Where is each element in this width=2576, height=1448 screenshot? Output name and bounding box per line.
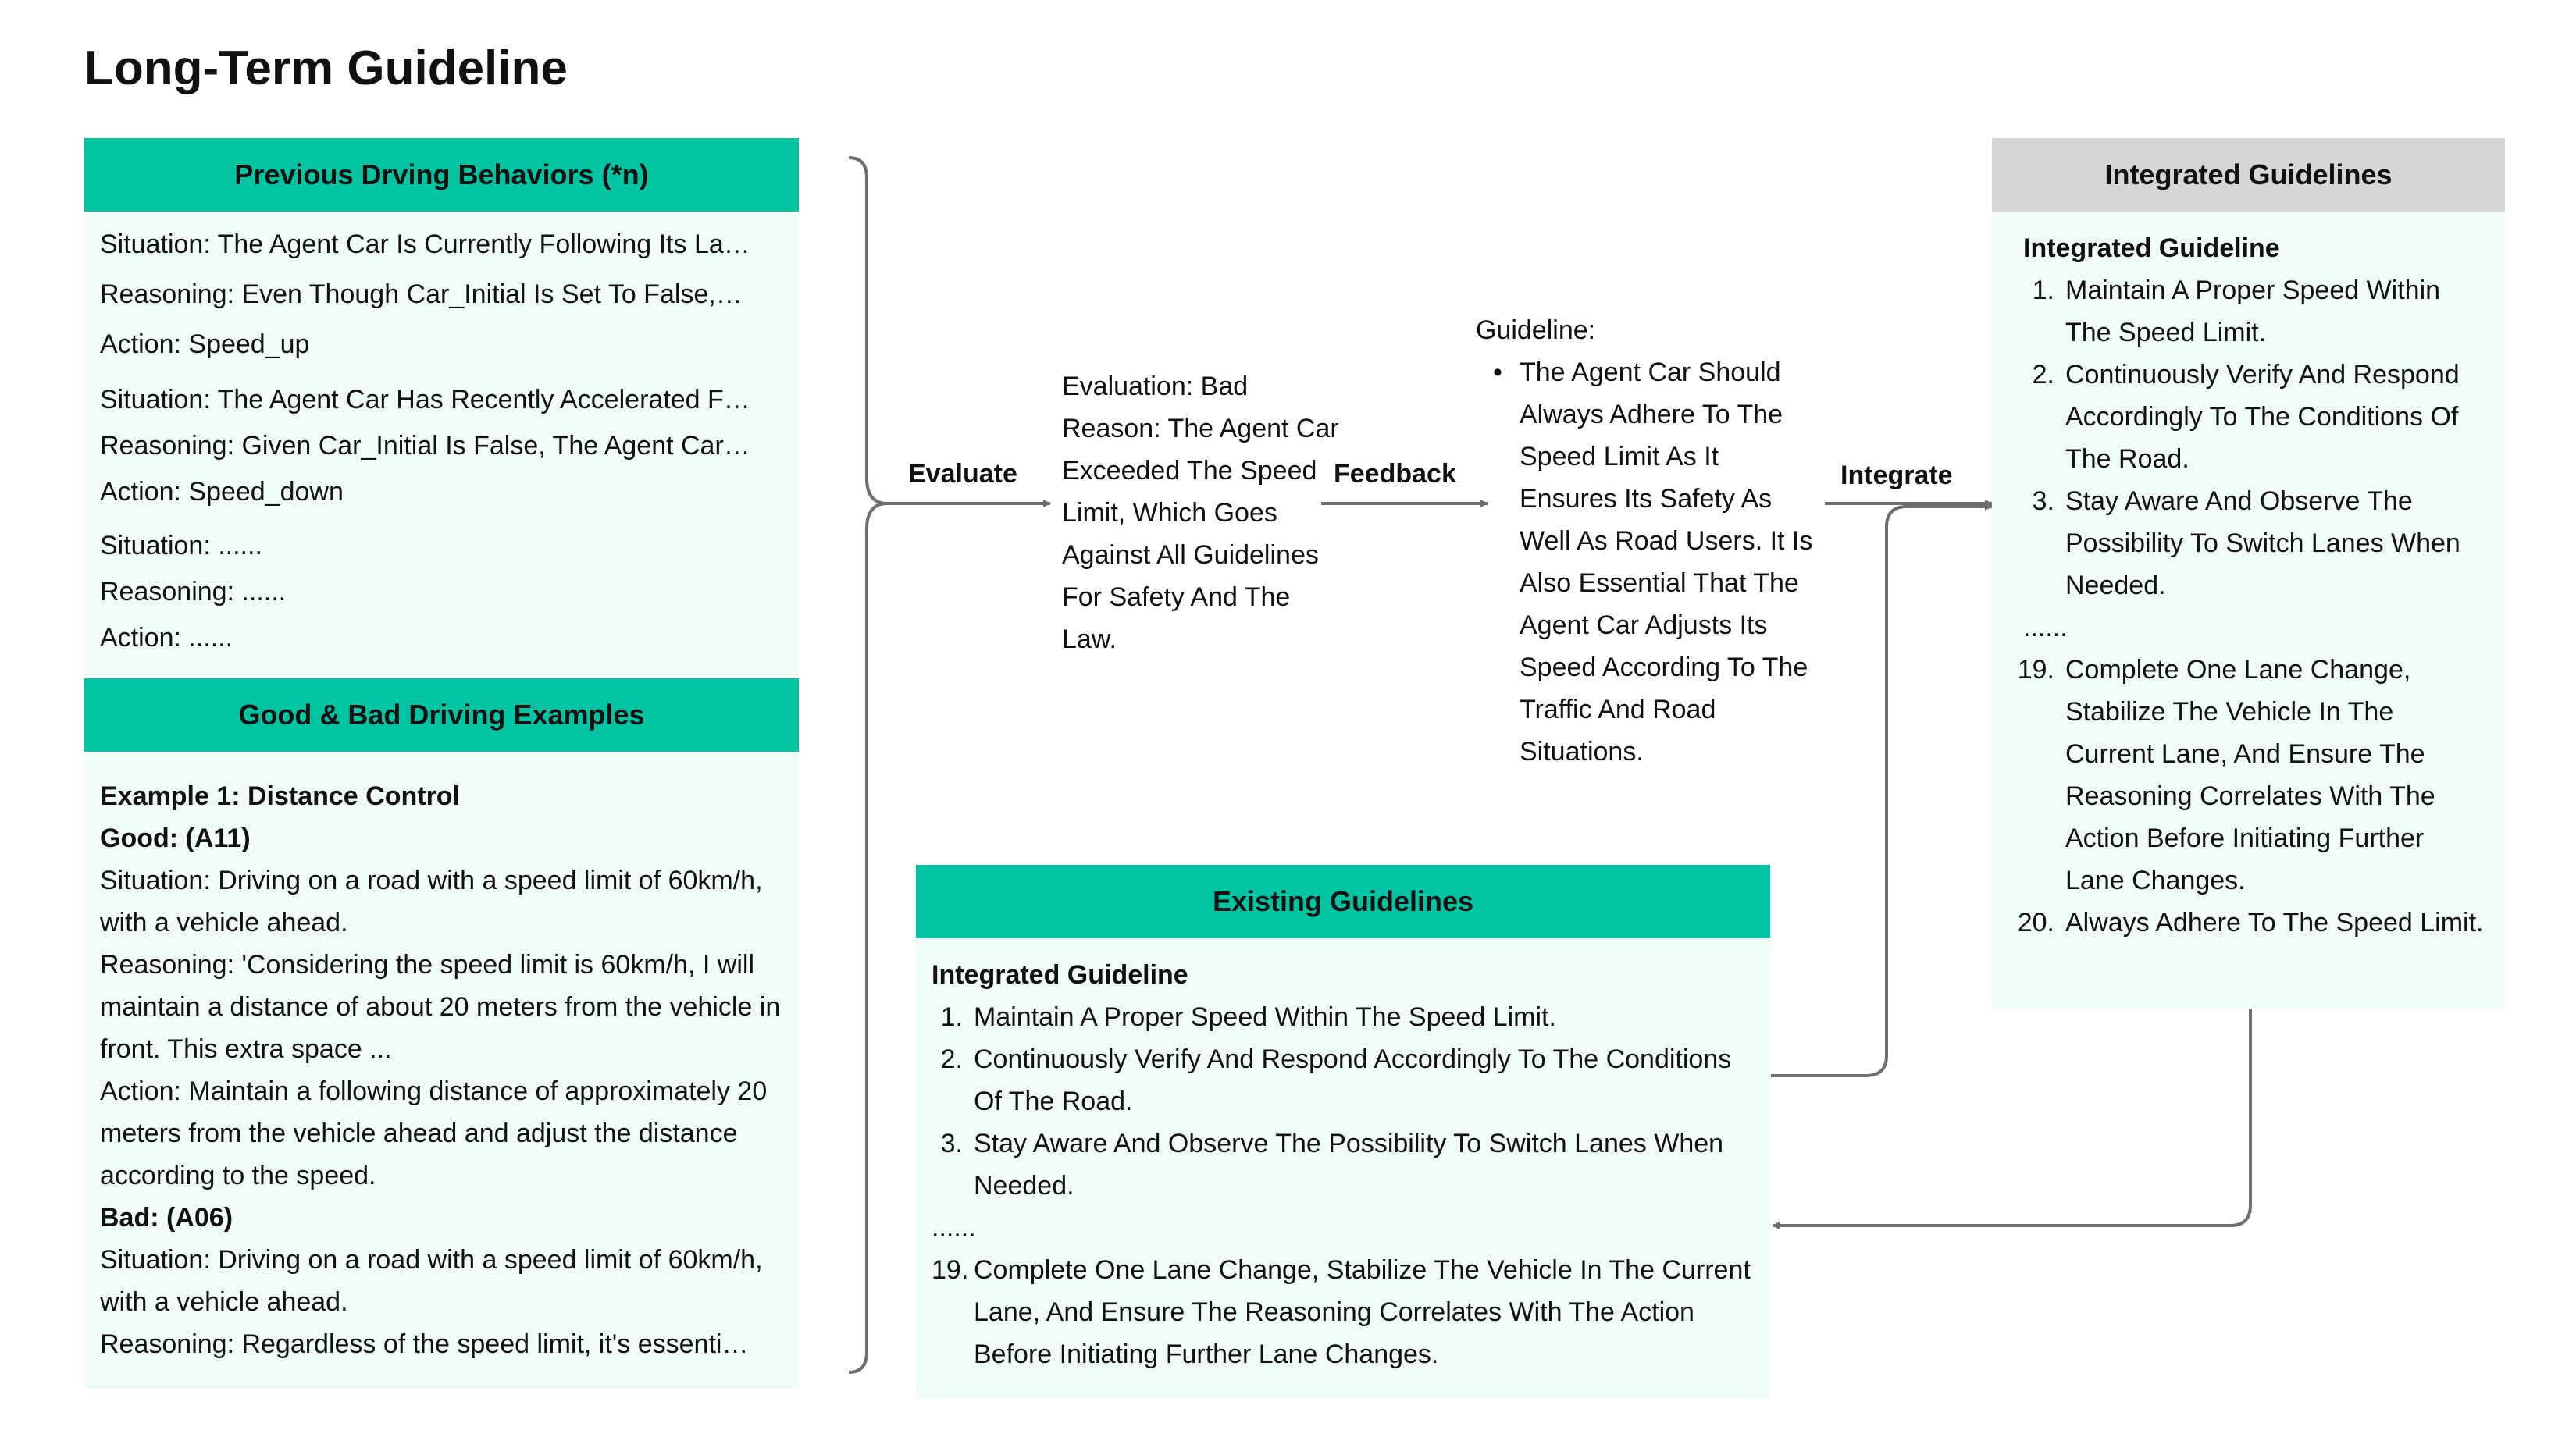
existing-list-item: 2. Continuously Verify And Respond Accor… <box>932 1038 1755 1122</box>
behavior-line: Reasoning: ...... <box>100 577 287 607</box>
existing-subtitle: Integrated Guideline <box>932 960 1188 990</box>
good-example-action: Action: Maintain a following distance of… <box>100 1076 768 1190</box>
list-text: Maintain A Proper Speed Within The Speed… <box>974 1002 1556 1032</box>
input-brace-lower <box>848 502 888 1374</box>
input-brace <box>848 156 1040 505</box>
driving-examples-panel: Good & Bad Driving Examples Example 1: D… <box>84 678 799 1389</box>
list-text: Complete One Lane Change, Stabilize The … <box>974 1255 1751 1369</box>
previous-behaviors-panel: Previous Drving Behaviors (*n) Situation… <box>84 138 799 678</box>
integrated-list-item: 3. Stay Aware And Observe The Possibilit… <box>2008 480 2489 607</box>
bad-example-label: Bad: (A06) <box>100 1203 233 1233</box>
list-number: 3. <box>940 1129 963 1158</box>
integrated-list-item: 19. Complete One Lane Change, Stabilize … <box>2008 649 2489 902</box>
behavior-line: Situation: ...... <box>100 531 262 560</box>
behavior-line: Action: Speed_down <box>100 477 344 507</box>
integrated-ellipsis: ...... <box>2023 613 2068 642</box>
bullet-dot: • <box>1493 358 1502 387</box>
example-title: Example 1: Distance Control <box>100 781 461 811</box>
list-number: 1. <box>2032 276 2054 305</box>
integrated-list-item: 1. Maintain A Proper Speed Within The Sp… <box>2008 269 2489 354</box>
existing-to-integrate-arrow <box>1771 503 1993 1077</box>
integrate-label: Integrate <box>1840 461 1953 490</box>
behavior-line: Action: Speed_up <box>100 329 310 359</box>
previous-behaviors-body: Situation: The Agent Car Is Currently Fo… <box>84 212 799 661</box>
guideline-bullet-text: The Agent Car Should Always Adhere To Th… <box>1520 358 1813 767</box>
bad-example-situation: Situation: Driving on a road with a spee… <box>100 1245 763 1317</box>
list-number: 20. <box>2017 908 2054 937</box>
behavior-line: Reasoning: Even Though Car_Initial Is Se… <box>100 279 743 309</box>
behavior-line: Action: ...... <box>100 623 233 653</box>
existing-list-item: 19. Complete One Lane Change, Stabilize … <box>932 1249 1755 1375</box>
list-number: 1. <box>940 1002 963 1032</box>
list-text: Complete One Lane Change, Stabilize The … <box>2065 655 2435 895</box>
list-number: 2. <box>940 1044 963 1074</box>
previous-behaviors-header: Previous Drving Behaviors (*n) <box>84 138 799 212</box>
integrated-to-existing-arrow <box>1772 1009 2252 1229</box>
integrated-guidelines-body: Integrated Guideline 1. Maintain A Prope… <box>1992 212 2505 944</box>
list-text: Stay Aware And Observe The Possibility T… <box>974 1129 1724 1201</box>
driving-examples-body: Example 1: Distance Control Good: (A11) … <box>84 752 799 1365</box>
behavior-line: Situation: The Agent Car Is Currently Fo… <box>100 229 750 259</box>
good-example-situation: Situation: Driving on a road with a spee… <box>100 866 763 937</box>
existing-list-item: 3. Stay Aware And Observe The Possibilit… <box>932 1122 1755 1207</box>
list-text: Continuously Verify And Respond Accordin… <box>2065 360 2460 474</box>
integrated-subtitle: Integrated Guideline <box>2023 233 2280 263</box>
existing-guidelines-panel: Existing Guidelines Integrated Guideline… <box>916 865 1770 1398</box>
evaluation-text: Evaluation: Bad Reason: The Agent Car Ex… <box>1062 372 1339 654</box>
integrated-guidelines-panel: Integrated Guidelines Integrated Guideli… <box>1992 138 2505 1009</box>
integrated-list-item: 2. Continuously Verify And Respond Accor… <box>2008 354 2489 480</box>
list-number: 19. <box>2017 655 2054 685</box>
existing-list-item: 1. Maintain A Proper Speed Within The Sp… <box>932 996 1755 1038</box>
behavior-line: Reasoning: Given Car_Initial Is False, T… <box>100 431 750 461</box>
behavior-line: Situation: The Agent Car Has Recently Ac… <box>100 385 750 414</box>
guideline-block: Guideline: • The Agent Car Should Always… <box>1476 309 1819 773</box>
list-number: 3. <box>2032 486 2054 516</box>
guideline-label: Guideline: <box>1476 315 1596 345</box>
list-text: Always Adhere To The Speed Limit. <box>2065 908 2484 937</box>
existing-guidelines-header: Existing Guidelines <box>916 865 1770 938</box>
integrated-list-item: 20. Always Adhere To The Speed Limit. <box>2008 902 2489 944</box>
existing-guidelines-body: Integrated Guideline 1. Maintain A Prope… <box>916 938 1770 1375</box>
driving-examples-header: Good & Bad Driving Examples <box>84 678 799 752</box>
list-text: Stay Aware And Observe The Possibility T… <box>2065 486 2460 600</box>
good-example-label: Good: (A11) <box>100 824 251 853</box>
guideline-bullet-item: • The Agent Car Should Always Adhere To … <box>1476 351 1819 773</box>
evaluate-label: Evaluate <box>908 459 1017 489</box>
page-title: Long-Term Guideline <box>84 41 568 95</box>
bad-example-reasoning: Reasoning: Regardless of the speed limit… <box>100 1329 749 1359</box>
list-number: 2. <box>2032 360 2054 390</box>
good-example-reasoning: Reasoning: 'Considering the speed limit … <box>100 950 781 1064</box>
existing-ellipsis: ...... <box>932 1213 976 1243</box>
integrated-guidelines-header: Integrated Guidelines <box>1992 138 2505 212</box>
list-text: Maintain A Proper Speed Within The Speed… <box>2065 276 2441 347</box>
list-text: Continuously Verify And Respond Accordin… <box>974 1044 1732 1116</box>
feedback-label: Feedback <box>1334 459 1456 489</box>
list-number: 19. <box>932 1255 969 1285</box>
